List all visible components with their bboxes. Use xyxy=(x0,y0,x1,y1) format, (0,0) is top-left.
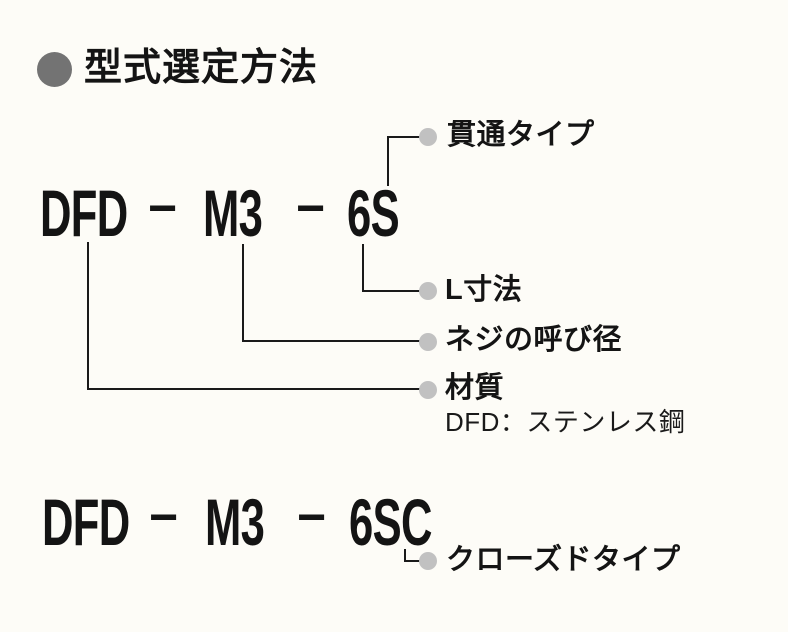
material-detail-text: DFD：ステンレス鋼 xyxy=(445,407,686,437)
model1-thread-code: M3 xyxy=(203,176,263,250)
callout-label-l-dimension: L寸法 xyxy=(445,274,523,306)
callout-dot-through-type xyxy=(419,128,437,146)
callout-label-thread-diameter: ネジの呼び径 xyxy=(445,324,623,356)
leader-line-closed-type-horizontal xyxy=(404,560,420,562)
model1-separator-dash: − xyxy=(296,180,326,236)
callout-label-material: 材質 xyxy=(445,372,505,404)
leader-line-l-dimension-horizontal xyxy=(362,290,420,292)
leader-line-through-type-vertical xyxy=(387,136,389,186)
callout-dot-material xyxy=(419,381,437,399)
model1-material-code: DFD xyxy=(40,176,128,250)
leader-line-material-horizontal xyxy=(87,388,420,390)
leader-line-through-type-horizontal xyxy=(387,136,420,138)
leader-line-thread-diameter-horizontal xyxy=(242,340,420,342)
model1-size-code: 6S xyxy=(347,176,400,250)
model2-separator-dash: − xyxy=(297,489,327,545)
model2-thread-code: M3 xyxy=(205,485,265,559)
callout-label-closed-type: クローズドタイプ xyxy=(446,544,681,576)
model2-size-code: 6SC xyxy=(349,485,432,559)
model1-separator-dash: − xyxy=(148,180,178,236)
leader-line-thread-diameter-vertical xyxy=(242,244,244,342)
model2-material-code: DFD xyxy=(42,485,130,559)
callout-label-through-type: 貫通タイプ xyxy=(447,119,595,151)
leader-line-l-dimension-vertical xyxy=(362,244,364,292)
callout-dot-l-dimension xyxy=(419,282,437,300)
page-title: 型式選定方法 xyxy=(84,47,319,89)
model2-separator-dash: − xyxy=(149,489,179,545)
callout-dot-thread-diameter xyxy=(419,333,437,351)
leader-line-material-vertical xyxy=(87,242,89,390)
callout-dot-closed-type xyxy=(419,552,437,570)
leader-line-closed-type-vertical xyxy=(404,549,406,562)
section-bullet-icon xyxy=(37,52,72,87)
